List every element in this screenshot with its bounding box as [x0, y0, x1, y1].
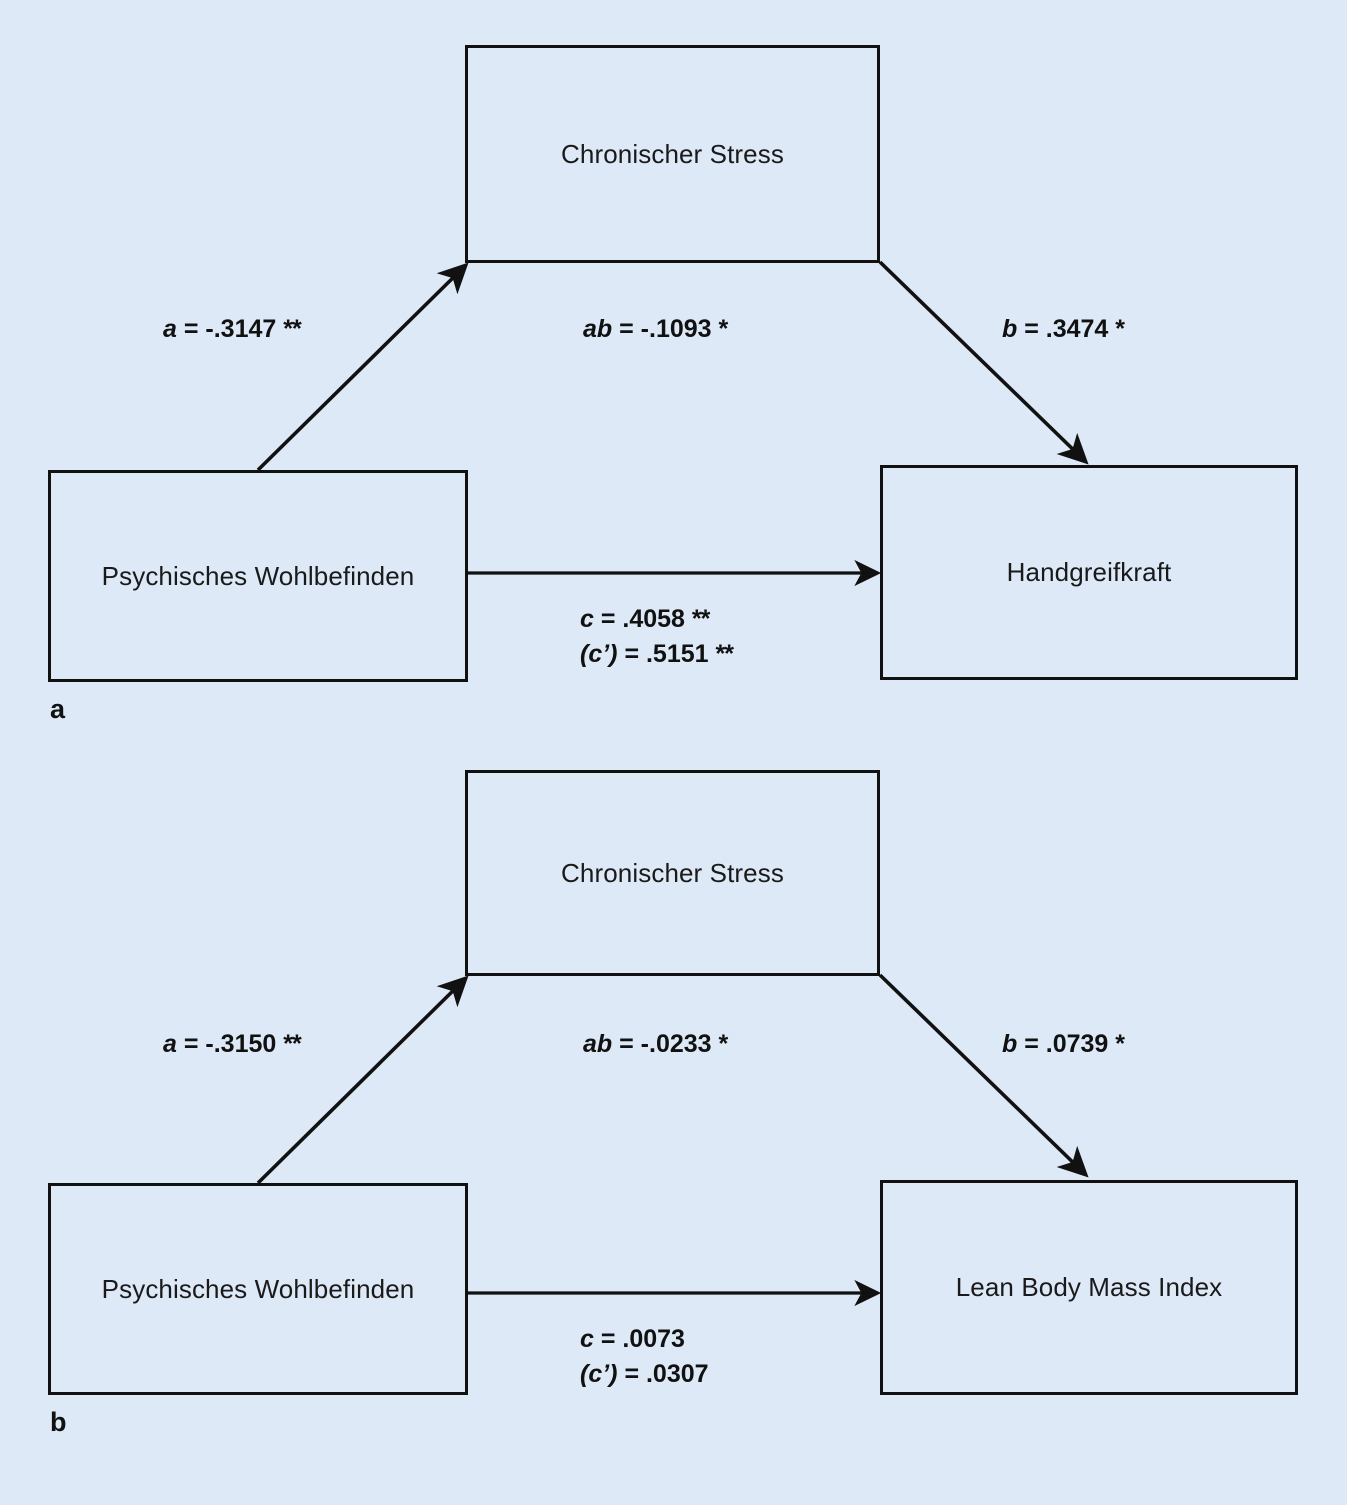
edge-label-a-symbol: a: [163, 315, 177, 343]
node-outcome[interactable]: Lean Body Mass Index: [880, 1180, 1298, 1395]
node-predictor-label: Psychisches Wohlbefinden: [101, 1273, 415, 1304]
node-mediator[interactable]: Chronischer Stress: [465, 45, 880, 263]
edge-label-a-value: = -.3150: [176, 1030, 277, 1058]
edge-a: [256, 975, 469, 1185]
edge-b: [878, 973, 1089, 1178]
edge-label-a: a = -.3150 **: [163, 1030, 302, 1059]
edge-label-b-symbol: b: [1002, 315, 1018, 343]
edge-label-a-stars: **: [283, 315, 301, 343]
node-mediator-label: Chronischer Stress: [561, 857, 784, 888]
edge-label-c-prime-value: = .5151: [617, 639, 709, 668]
edge-label-ab-symbol: ab: [583, 315, 613, 343]
edge-label-c-value: = .4058: [593, 605, 685, 633]
mediation-panel-a: Chronischer Stress Psychisches Wohlbefin…: [0, 0, 1347, 751]
panel-a-edges: [256, 260, 1089, 587]
edge-label-ab-stars: *: [718, 315, 729, 343]
edge-label-c-symbol: c: [580, 605, 594, 633]
node-outcome-label: Handgreifkraft: [1006, 557, 1172, 587]
edge-label-b: b = .0739 *: [1002, 1030, 1125, 1059]
node-mediator-label: Chronischer Stress: [561, 138, 784, 169]
edge-label-ab-value: = -.0233: [612, 1030, 712, 1058]
node-predictor[interactable]: Psychisches Wohlbefinden: [48, 470, 468, 682]
edge-label-b: b = .3474 *: [1002, 315, 1125, 344]
edge-label-c-symbol: c: [580, 1325, 594, 1353]
edge-label-c-value: = .0073: [593, 1325, 685, 1353]
panel-b-edges: [256, 973, 1089, 1307]
node-predictor[interactable]: Psychisches Wohlbefinden: [48, 1183, 468, 1395]
edge-label-c-group: c = .0073 (c’) = .0307: [580, 1322, 709, 1391]
panel-tag-a: a: [50, 694, 66, 724]
edge-label-c: c = .0073: [580, 1322, 709, 1357]
edge-label-b-stars: *: [1115, 315, 1125, 343]
edge-label-ab-stars: *: [718, 1030, 729, 1058]
edge-label-c-group: c = .4058 ** (c’) = .5151 **: [580, 602, 734, 672]
edge-a: [256, 262, 469, 472]
edge-label-b-value: = .3474: [1017, 315, 1109, 343]
node-outcome-label: Lean Body Mass Index: [955, 1272, 1223, 1302]
edge-label-b-symbol: b: [1002, 1030, 1018, 1058]
edge-label-c-prime: (c’) = .5151 **: [580, 637, 734, 672]
mediation-panel-b: Chronischer Stress Psychisches Wohlbefin…: [0, 725, 1347, 1502]
edge-label-c: c = .4058 **: [580, 602, 733, 637]
edge-label-a-value: = -.3147: [176, 315, 277, 343]
edge-label-b-value: = .0739: [1017, 1030, 1109, 1058]
edge-label-a-symbol: a: [163, 1030, 177, 1058]
edge-label-a-stars: **: [283, 1030, 301, 1058]
node-outcome[interactable]: Handgreifkraft: [880, 465, 1298, 680]
panel-tag-b: b: [50, 1407, 67, 1437]
edge-label-ab-symbol: ab: [583, 1030, 613, 1058]
node-predictor-label: Psychisches Wohlbefinden: [101, 560, 415, 591]
edge-label-b-stars: *: [1115, 1030, 1125, 1058]
edge-label-c-prime-symbol: (c’): [580, 639, 618, 668]
edge-label-c-prime-value: = .0307: [617, 1359, 709, 1388]
edge-label-c-prime-stars: **: [715, 639, 734, 668]
edge-label-ab-value: = -.1093: [612, 315, 712, 343]
edge-b: [878, 260, 1089, 465]
edge-label-c-prime: (c’) = .0307: [580, 1357, 709, 1392]
edge-label-a: a = -.3147 **: [163, 315, 302, 344]
edge-label-c-stars: **: [691, 605, 710, 633]
edge-label-ab: ab = -.1093 *: [583, 315, 729, 344]
node-mediator[interactable]: Chronischer Stress: [465, 770, 880, 976]
edge-label-ab: ab = -.0233 *: [583, 1030, 729, 1059]
edge-label-c-prime-symbol: (c’): [580, 1359, 618, 1388]
